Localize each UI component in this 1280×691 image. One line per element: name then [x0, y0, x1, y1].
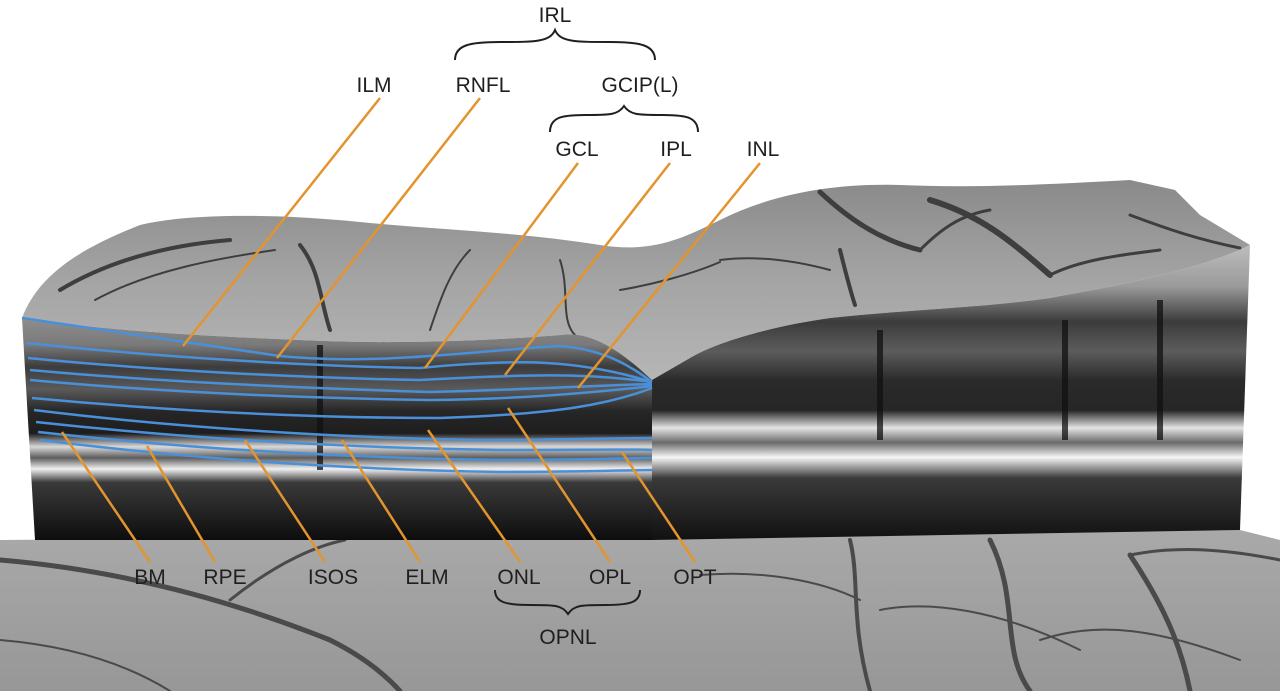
label-bm: BM — [134, 566, 166, 589]
label-opnl: OPNL — [539, 626, 596, 649]
ipl-leader — [504, 162, 671, 376]
isos-boundary — [35, 420, 653, 452]
gcipl-bracket — [549, 104, 699, 133]
bottom-fundus-image — [0, 530, 1280, 691]
rnfl-gcl-boundary — [25, 341, 653, 384]
rnfl-leader — [276, 97, 481, 359]
opt-leader — [620, 451, 697, 563]
label-rnfl: RNFL — [456, 74, 511, 97]
label-gcipl: GCIP(L) — [601, 74, 678, 97]
rpe-leader — [145, 445, 217, 563]
rpe-boundary — [37, 430, 653, 462]
label-ilm: ILM — [356, 74, 391, 97]
label-rpe: RPE — [203, 566, 246, 589]
gcl-leader — [423, 162, 580, 369]
oct-cross-section — [22, 245, 1250, 540]
label-opl: OPL — [589, 566, 631, 589]
isos-leader — [243, 439, 327, 563]
label-gcl: GCL — [555, 138, 598, 161]
label-irl: IRL — [539, 4, 572, 27]
label-isos: ISOS — [308, 566, 358, 589]
label-onl: ONL — [497, 566, 540, 589]
leader-lines — [60, 97, 761, 563]
brackets — [454, 27, 699, 616]
opl-leader — [506, 407, 612, 563]
gcl-ipl-boundary — [27, 356, 653, 384]
inl-leader — [577, 162, 761, 389]
irl-bracket — [454, 27, 656, 61]
ipl-inl-boundary — [29, 368, 653, 394]
opnl-bracket — [494, 589, 641, 616]
onl-leader — [426, 429, 522, 563]
elm-leader — [340, 439, 422, 563]
ilm-leader — [182, 97, 381, 347]
ilm-boundary — [21, 316, 653, 384]
inl-opl-boundary — [29, 378, 653, 402]
opl-onl-boundary — [31, 386, 653, 420]
label-ipl: IPL — [660, 138, 692, 161]
segmentation-boundaries — [21, 316, 653, 474]
bm-boundary — [39, 438, 653, 474]
label-inl: INL — [747, 138, 780, 161]
label-opt: OPT — [673, 566, 716, 589]
label-elm: ELM — [405, 566, 448, 589]
bm-leader — [60, 431, 152, 563]
elm-boundary — [33, 408, 653, 442]
top-fundus-surface — [22, 180, 1250, 380]
labels: IRL ILM RNFL GCIP(L) GCL IPL INL BM RPE … — [134, 4, 779, 649]
